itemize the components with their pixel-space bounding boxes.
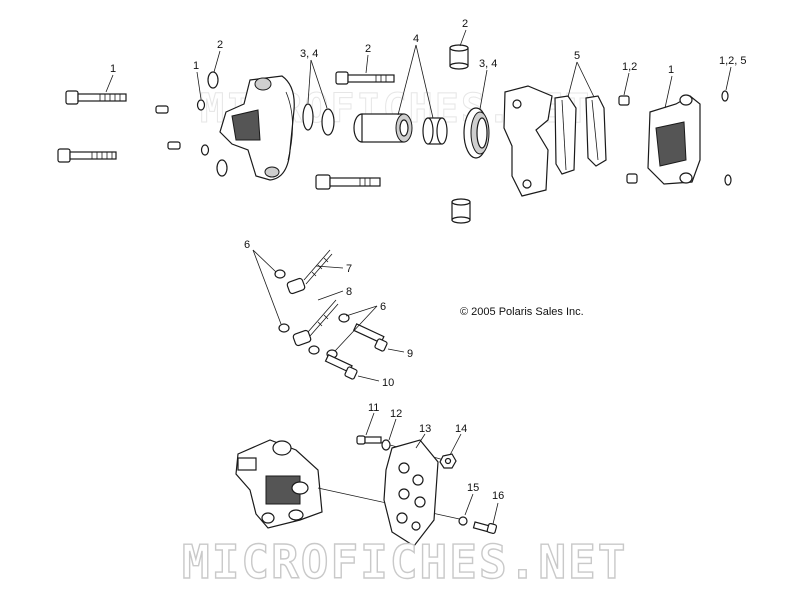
callout-label: 13 (419, 423, 431, 435)
callout-label: 5 (574, 50, 580, 62)
callout-label: 15 (467, 482, 479, 494)
callout-label: 1 (668, 64, 674, 76)
large-seal (463, 107, 490, 159)
callout-label: 1 (110, 63, 116, 75)
callout-label: 1,2 (622, 61, 637, 73)
guide-pin-upper (335, 71, 395, 85)
bolt-lower (57, 148, 117, 163)
bolt-16 (472, 521, 498, 535)
seal-ring (216, 159, 228, 177)
callout-label: 16 (492, 490, 504, 502)
banjo-bolt-9 (352, 323, 388, 352)
bolt-upper (65, 90, 127, 105)
callout-label: 8 (346, 286, 352, 298)
banjo-bolt-10 (324, 353, 358, 380)
callout-label: 1 (193, 60, 199, 72)
callout-label: 4 (413, 33, 419, 45)
brake-pad-inner (554, 95, 577, 175)
callout-label: 3, 4 (300, 48, 318, 60)
callout-label: 9 (407, 348, 413, 360)
callout-label: 2 (217, 39, 223, 51)
callout-label: 6 (244, 239, 250, 251)
disc-guard-13 (383, 439, 439, 547)
caliper-bracket (503, 85, 553, 197)
piston-seal (302, 103, 314, 131)
pin-boot (626, 173, 638, 184)
pin-boot (618, 95, 630, 106)
retaining-clip (724, 174, 732, 186)
brake-pad-outer (585, 95, 607, 167)
retaining-clip (721, 90, 729, 102)
mounting-bolt-11 (356, 435, 382, 445)
caliper-body-inner (219, 75, 295, 181)
brake-line-upper (274, 249, 333, 295)
callout-label: 12 (390, 408, 402, 420)
bleeder-fitting (155, 105, 181, 150)
callout-label: 6 (380, 301, 386, 313)
callout-label: 1,2, 5 (719, 55, 747, 67)
callout-label: 2 (365, 43, 371, 55)
washer (200, 144, 210, 156)
callout-label: 7 (346, 263, 352, 275)
caliper-body-outer (647, 94, 701, 185)
guide-pin-lower (315, 174, 381, 190)
nut-14 (439, 453, 457, 469)
caliper-assembly (235, 439, 323, 529)
seal-ring (207, 71, 219, 89)
piston (353, 113, 413, 143)
dust-seal (321, 108, 335, 136)
callout-label: 3, 4 (479, 58, 497, 70)
callout-label: 10 (382, 377, 394, 389)
bushing-lower (451, 198, 471, 224)
callout-label: 14 (455, 423, 467, 435)
washer-15 (458, 516, 468, 526)
piston-cup (422, 117, 448, 145)
bushing-upper (449, 44, 469, 70)
callout-label: 2 (462, 18, 468, 30)
callout-label: 11 (368, 402, 379, 414)
washer-12 (381, 439, 391, 451)
washer (196, 99, 206, 111)
copyright-notice: © 2005 Polaris Sales Inc. (460, 306, 584, 318)
brake-line-lower (278, 299, 339, 355)
watermark-bottom: MICROFICHES.NET (182, 535, 627, 589)
